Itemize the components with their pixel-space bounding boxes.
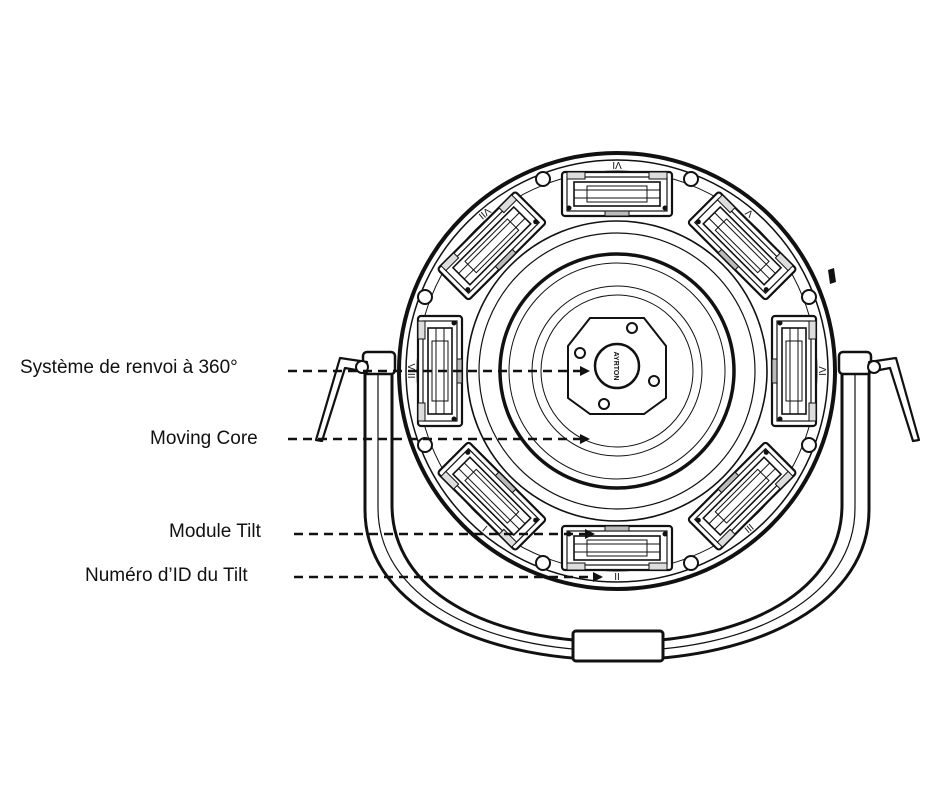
numeral-vi: VI [612,159,621,170]
label-moving-core: Moving Core [150,428,258,449]
label-tilt-id: Numéro d’ID du Tilt [85,565,248,586]
numeral-ii: II [614,572,620,583]
numeral-i: I [480,524,489,534]
ayrton-logo: AYRTON [612,352,619,381]
svg-text:AYRTON: AYRTON [612,352,619,381]
label-renvoi: Système de renvoi à 360° [20,357,238,378]
yoke [361,350,873,663]
label-module-tilt: Module Tilt [169,521,261,542]
return-system-360: AYRTON [567,317,667,415]
right-lock-handle [867,356,921,443]
tilt-modules [416,170,818,572]
callout-leaders [288,366,603,582]
numeral-iv: IV [818,366,829,376]
